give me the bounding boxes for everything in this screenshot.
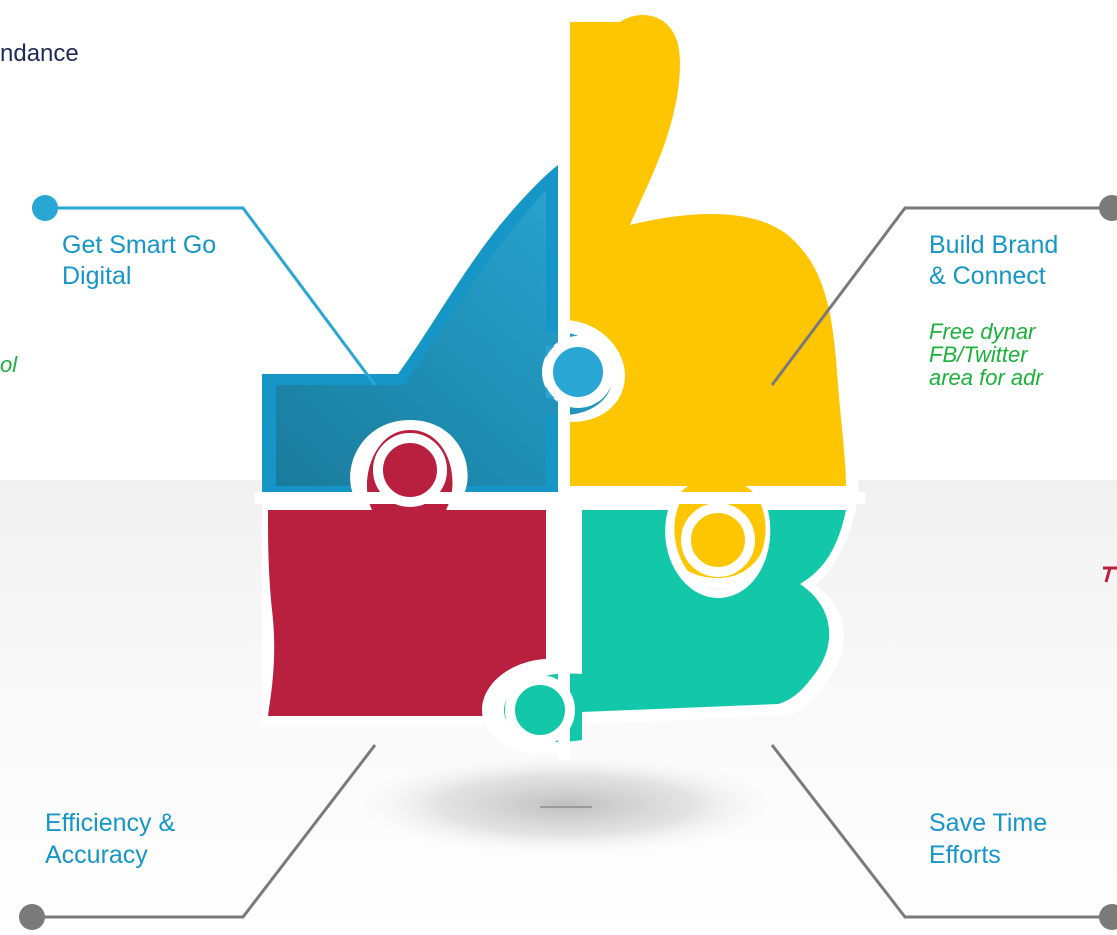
callout-bottom-right-title-line2: Efforts — [929, 841, 1001, 869]
header-partial-text: ndance — [0, 40, 79, 67]
callout-top-right-title-line1: Build Brand — [929, 231, 1059, 259]
red-edge-mark — [1103, 566, 1117, 583]
callout-top-right-note-line3: area for adr — [929, 365, 1043, 390]
callout-bottom-left-title-line2: Accuracy — [45, 841, 148, 869]
connector-bottom-left — [19, 744, 377, 930]
callout-top-right-note-line1: Free dynar — [929, 319, 1036, 344]
floor-shadow — [356, 755, 776, 855]
callout-top-left-title-line1: Get Smart Go — [62, 231, 217, 259]
connector-bottom-right — [770, 744, 1117, 930]
callout-top-right-note-line2: FB/Twitter — [929, 342, 1028, 367]
callout-bottom-left-title-line1: Efficiency & — [45, 809, 176, 837]
connector-top-right — [770, 195, 1117, 386]
callout-top-left-note: ol — [0, 352, 18, 377]
callout-bottom-right-title-line1: Save Time — [929, 809, 1048, 837]
connector-top-left — [32, 195, 377, 386]
yellow-puzzle-piece — [558, 2, 859, 589]
callout-top-left-title-line2: Digital — [62, 262, 132, 290]
callout-top-right-title-line2: & Connect — [929, 262, 1046, 290]
teal-puzzle-piece — [482, 498, 858, 754]
